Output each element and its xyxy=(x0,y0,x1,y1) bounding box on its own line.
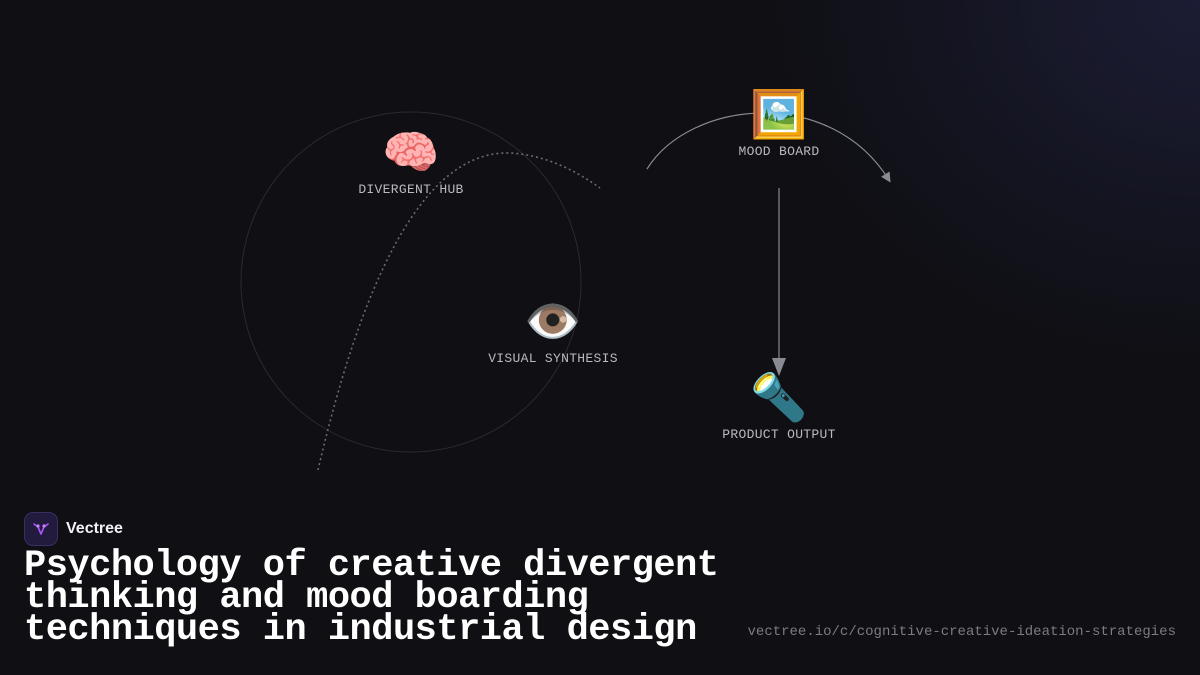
node-label: DIVERGENT HUB xyxy=(358,182,464,197)
brand[interactable]: Vectree xyxy=(24,512,123,546)
mood-board-arc xyxy=(646,112,891,183)
divergent-dotted-curve xyxy=(317,152,601,471)
node-label: PRODUCT OUTPUT xyxy=(722,427,836,442)
eye-icon: 👁️ xyxy=(524,294,582,348)
node-label: MOOD BOARD xyxy=(738,144,820,159)
vectree-logo-icon xyxy=(24,512,58,546)
flashlight-icon: 🔦 xyxy=(750,370,808,424)
node-mood-board: 🖼️ MOOD BOARD xyxy=(738,88,819,159)
node-label: VISUAL SYNTHESIS xyxy=(488,351,618,366)
framed-picture-icon: 🖼️ xyxy=(750,87,808,141)
brand-name: Vectree xyxy=(66,520,123,537)
edge-arrowhead xyxy=(772,358,786,376)
node-divergent-hub: 🧠 DIVERGENT HUB xyxy=(358,126,463,197)
page-title: Psychology of creative divergent thinkin… xyxy=(24,545,719,651)
node-visual-synthesis: 👁️ VISUAL SYNTHESIS xyxy=(488,295,618,366)
hub-orbit-circle xyxy=(240,111,582,453)
node-product-output: 🔦 PRODUCT OUTPUT xyxy=(722,371,835,442)
page-url[interactable]: vectree.io/c/cognitive-creative-ideation… xyxy=(747,624,1176,640)
brain-icon: 🧠 xyxy=(382,125,440,179)
